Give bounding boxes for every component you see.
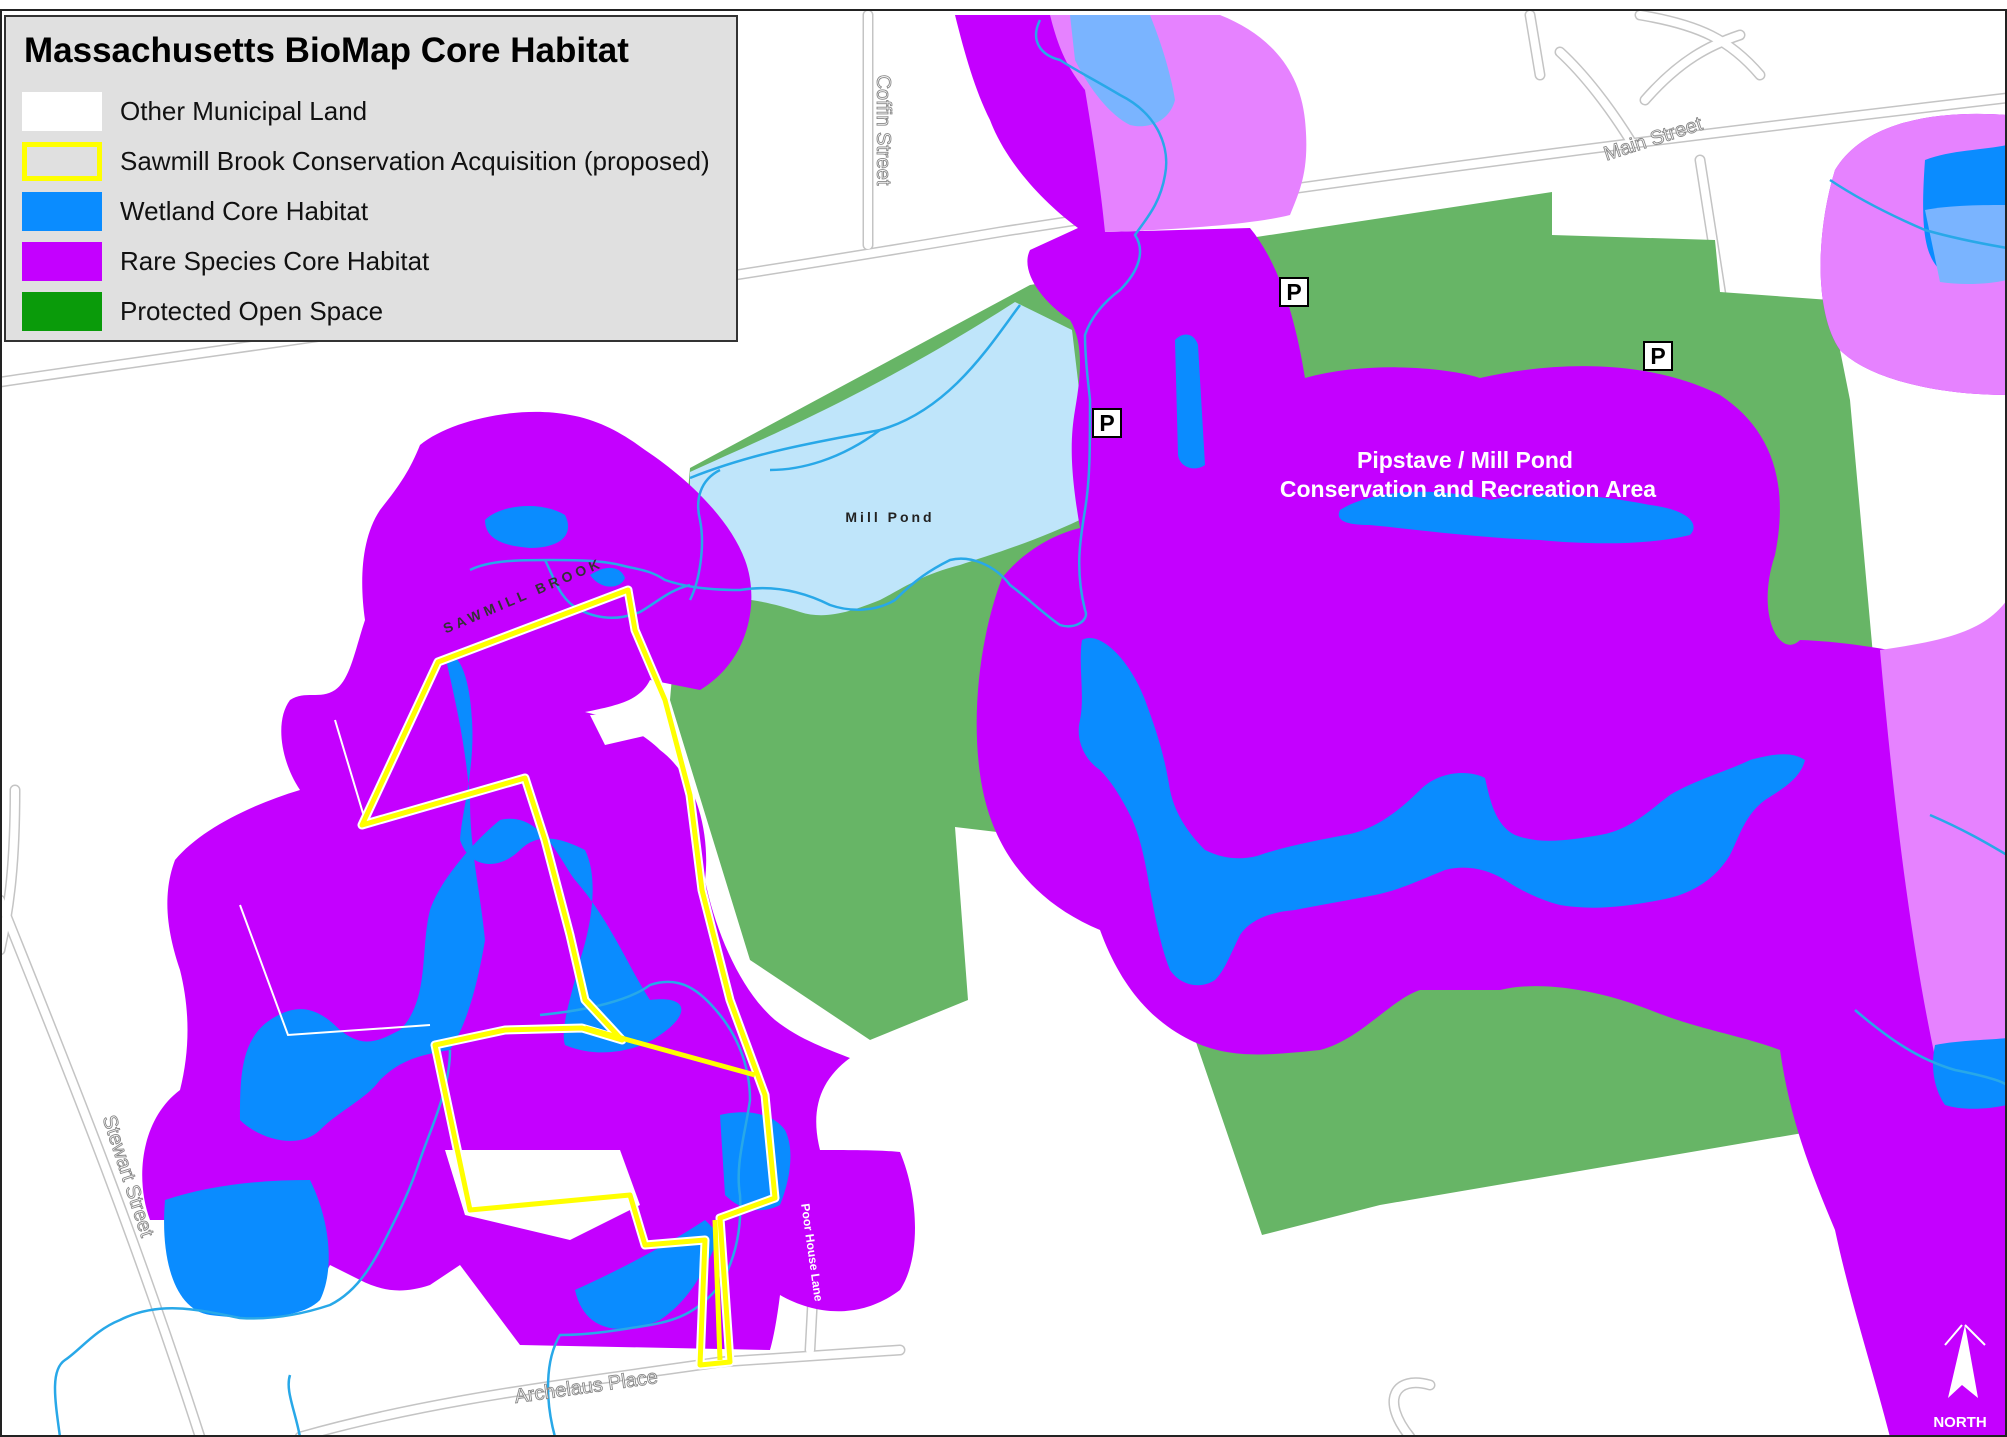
sawmill-brook-acquisition-boundary bbox=[357, 585, 780, 1370]
conservation-area-label-line2: Conservation and Recreation Area bbox=[1280, 476, 1656, 502]
legend-item-rare-species-core-habitat: Rare Species Core Habitat bbox=[22, 242, 732, 282]
adjacent-habitat-overlay bbox=[1050, 15, 2007, 1100]
parking-marker: P bbox=[1279, 277, 1309, 307]
legend-label: Wetland Core Habitat bbox=[120, 196, 369, 226]
parking-marker: P bbox=[1643, 341, 1673, 371]
north-arrow-icon: NORTH bbox=[1933, 1324, 1987, 1431]
legend-swatch bbox=[22, 192, 102, 231]
legend-item-protected-open-space: Protected Open Space bbox=[22, 292, 732, 332]
legend-swatch bbox=[22, 92, 102, 131]
legend-label: Protected Open Space bbox=[120, 296, 384, 326]
legend-title: Massachusetts BioMap Core Habitat bbox=[24, 31, 629, 70]
legend-swatch bbox=[22, 292, 102, 331]
legend-item-wetland-core-habitat: Wetland Core Habitat bbox=[22, 192, 732, 232]
mill-pond-label: Mill Pond bbox=[845, 509, 934, 525]
legend-label: Sawmill Brook Conservation Acquisition (… bbox=[120, 146, 710, 176]
legend-item-other-municipal-land: Other Municipal Land bbox=[22, 92, 732, 132]
wetland-core-habitat bbox=[164, 145, 2007, 1329]
legend-item-sawmill-brook-acquisition: Sawmill Brook Conservation Acquisition (… bbox=[22, 142, 732, 182]
road-network bbox=[0, 9, 2007, 1437]
parcel-lines bbox=[239, 719, 431, 1037]
coffin-street-label: Coffin Street bbox=[872, 75, 894, 186]
wetland-overlay-areas bbox=[1070, 15, 2007, 285]
map-border bbox=[0, 9, 2007, 1437]
legend-swatch bbox=[22, 142, 102, 181]
sawmill-brook-stream bbox=[53, 19, 2007, 1437]
legend-label: Other Municipal Land bbox=[120, 96, 368, 126]
non-habitat-openings bbox=[445, 712, 1160, 1240]
north-label: NORTH bbox=[1933, 1414, 1986, 1431]
conservation-area-label-line1: Pipstave / Mill Pond bbox=[1357, 447, 1573, 473]
legend-swatch bbox=[22, 242, 102, 281]
parking-marker: P bbox=[1092, 408, 1122, 438]
mill-pond bbox=[690, 302, 1090, 616]
map-legend: Massachusetts BioMap Core Habitat Other … bbox=[4, 15, 738, 342]
legend-label: Rare Species Core Habitat bbox=[120, 246, 430, 276]
